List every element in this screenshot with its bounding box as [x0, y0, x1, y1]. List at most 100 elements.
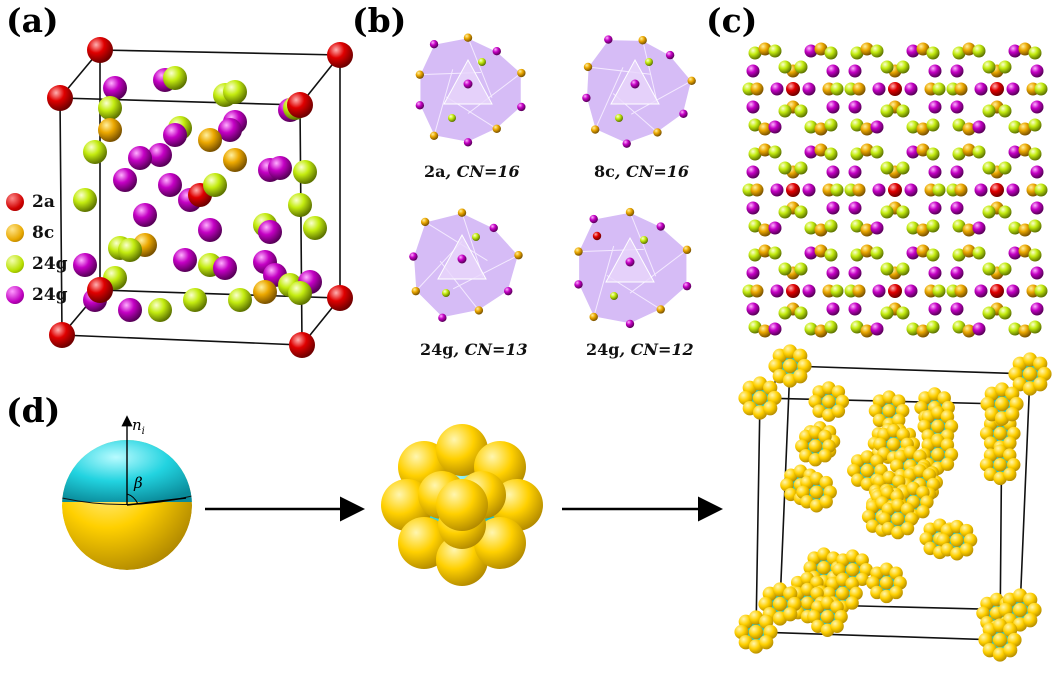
janus-particle: [752, 390, 768, 406]
caption-cn: , CN=16: [614, 162, 690, 181]
atom: [804, 246, 818, 260]
atom: [198, 128, 222, 152]
center-atom: [630, 79, 640, 89]
atom: [148, 143, 172, 167]
atom: [148, 298, 172, 322]
atom: [826, 302, 840, 316]
atom: [916, 122, 930, 136]
vertex-atom: [574, 280, 583, 289]
janus-particle: [822, 394, 836, 409]
atom: [998, 104, 1012, 118]
atom: [906, 145, 920, 159]
atom: [850, 46, 864, 60]
atom: [133, 203, 157, 227]
janus-particle: [1022, 366, 1038, 382]
janus-particle: [1003, 467, 1017, 482]
atom: [1018, 223, 1032, 237]
janus-particle: [1012, 602, 1028, 618]
vertex-atom: [653, 128, 662, 137]
atom: [804, 120, 818, 134]
atom: [758, 324, 772, 338]
atom: [972, 44, 986, 58]
atom: [926, 118, 940, 132]
atom: [158, 173, 182, 197]
atom: [794, 161, 808, 175]
janus-particle: [782, 358, 798, 374]
atom: [870, 246, 884, 260]
janus-cluster: [381, 424, 543, 586]
janus-particle: [1033, 377, 1048, 392]
atom: [954, 284, 968, 298]
atom: [852, 82, 866, 96]
atom: [848, 64, 862, 78]
polyhedron-edge: [424, 221, 488, 262]
janus-particle: [748, 624, 764, 640]
vertex-atom: [492, 46, 501, 56]
atom: [804, 322, 818, 336]
legend-label: 8c: [32, 222, 55, 243]
atom: [768, 246, 782, 260]
center-atom: [463, 79, 473, 89]
atom: [928, 266, 942, 280]
atom: [758, 143, 772, 157]
atom: [896, 306, 910, 320]
atom: [830, 284, 844, 298]
atom: [928, 201, 942, 215]
atom: [860, 42, 874, 56]
atom-2a: [990, 183, 1004, 197]
janus-particle: [819, 495, 833, 509]
vertex-atom: [409, 252, 418, 261]
vertex-atom: [582, 93, 591, 103]
janus-particle: [800, 596, 815, 610]
atom: [794, 306, 808, 320]
vertex-atom: [448, 114, 456, 122]
atom: [746, 165, 760, 179]
vertex-atom: [474, 306, 484, 315]
atom: [768, 221, 782, 235]
atom: [972, 120, 986, 134]
janus-particle: [860, 463, 875, 478]
atom: [860, 143, 874, 157]
atom: [1006, 82, 1020, 96]
atom: [770, 284, 784, 298]
atom-2a: [786, 82, 800, 96]
vertex-atom-2a: [592, 231, 602, 241]
atom: [748, 248, 762, 262]
atom-2a: [786, 183, 800, 197]
atom: [932, 82, 946, 96]
atom: [814, 324, 828, 338]
atom: [770, 82, 784, 96]
caption-24g-cn12: 24g, CN=12: [586, 340, 694, 359]
janus-particle: [845, 596, 859, 610]
janus-particle: [1003, 436, 1017, 450]
atom: [998, 161, 1012, 175]
janus-particle: [436, 479, 488, 531]
atom: [824, 248, 838, 262]
atom: [860, 244, 874, 258]
atom: [253, 280, 277, 304]
atom-2a: [786, 284, 800, 298]
atom: [288, 281, 312, 305]
vertex-atom: [429, 131, 439, 141]
atom: [778, 205, 792, 219]
atom: [848, 165, 862, 179]
janus-particle: [831, 404, 846, 418]
atom: [872, 183, 886, 197]
janus-particle: [855, 572, 869, 587]
atom: [203, 173, 227, 197]
atom: [954, 82, 968, 96]
legend-item-24g-purple: 24g: [6, 279, 76, 310]
atom: [778, 104, 792, 118]
janus-particle: [759, 635, 774, 650]
atom: [932, 284, 946, 298]
atom: [163, 66, 187, 90]
vertex-atom: [604, 35, 613, 44]
vertex-atom: [682, 245, 692, 255]
sphere-icon: [6, 192, 24, 211]
atom: [962, 244, 976, 258]
atom: [896, 104, 910, 118]
caption-site: 2a: [424, 162, 446, 181]
atom: [870, 120, 884, 134]
janus-particle: [879, 576, 894, 590]
atom: [98, 96, 122, 120]
